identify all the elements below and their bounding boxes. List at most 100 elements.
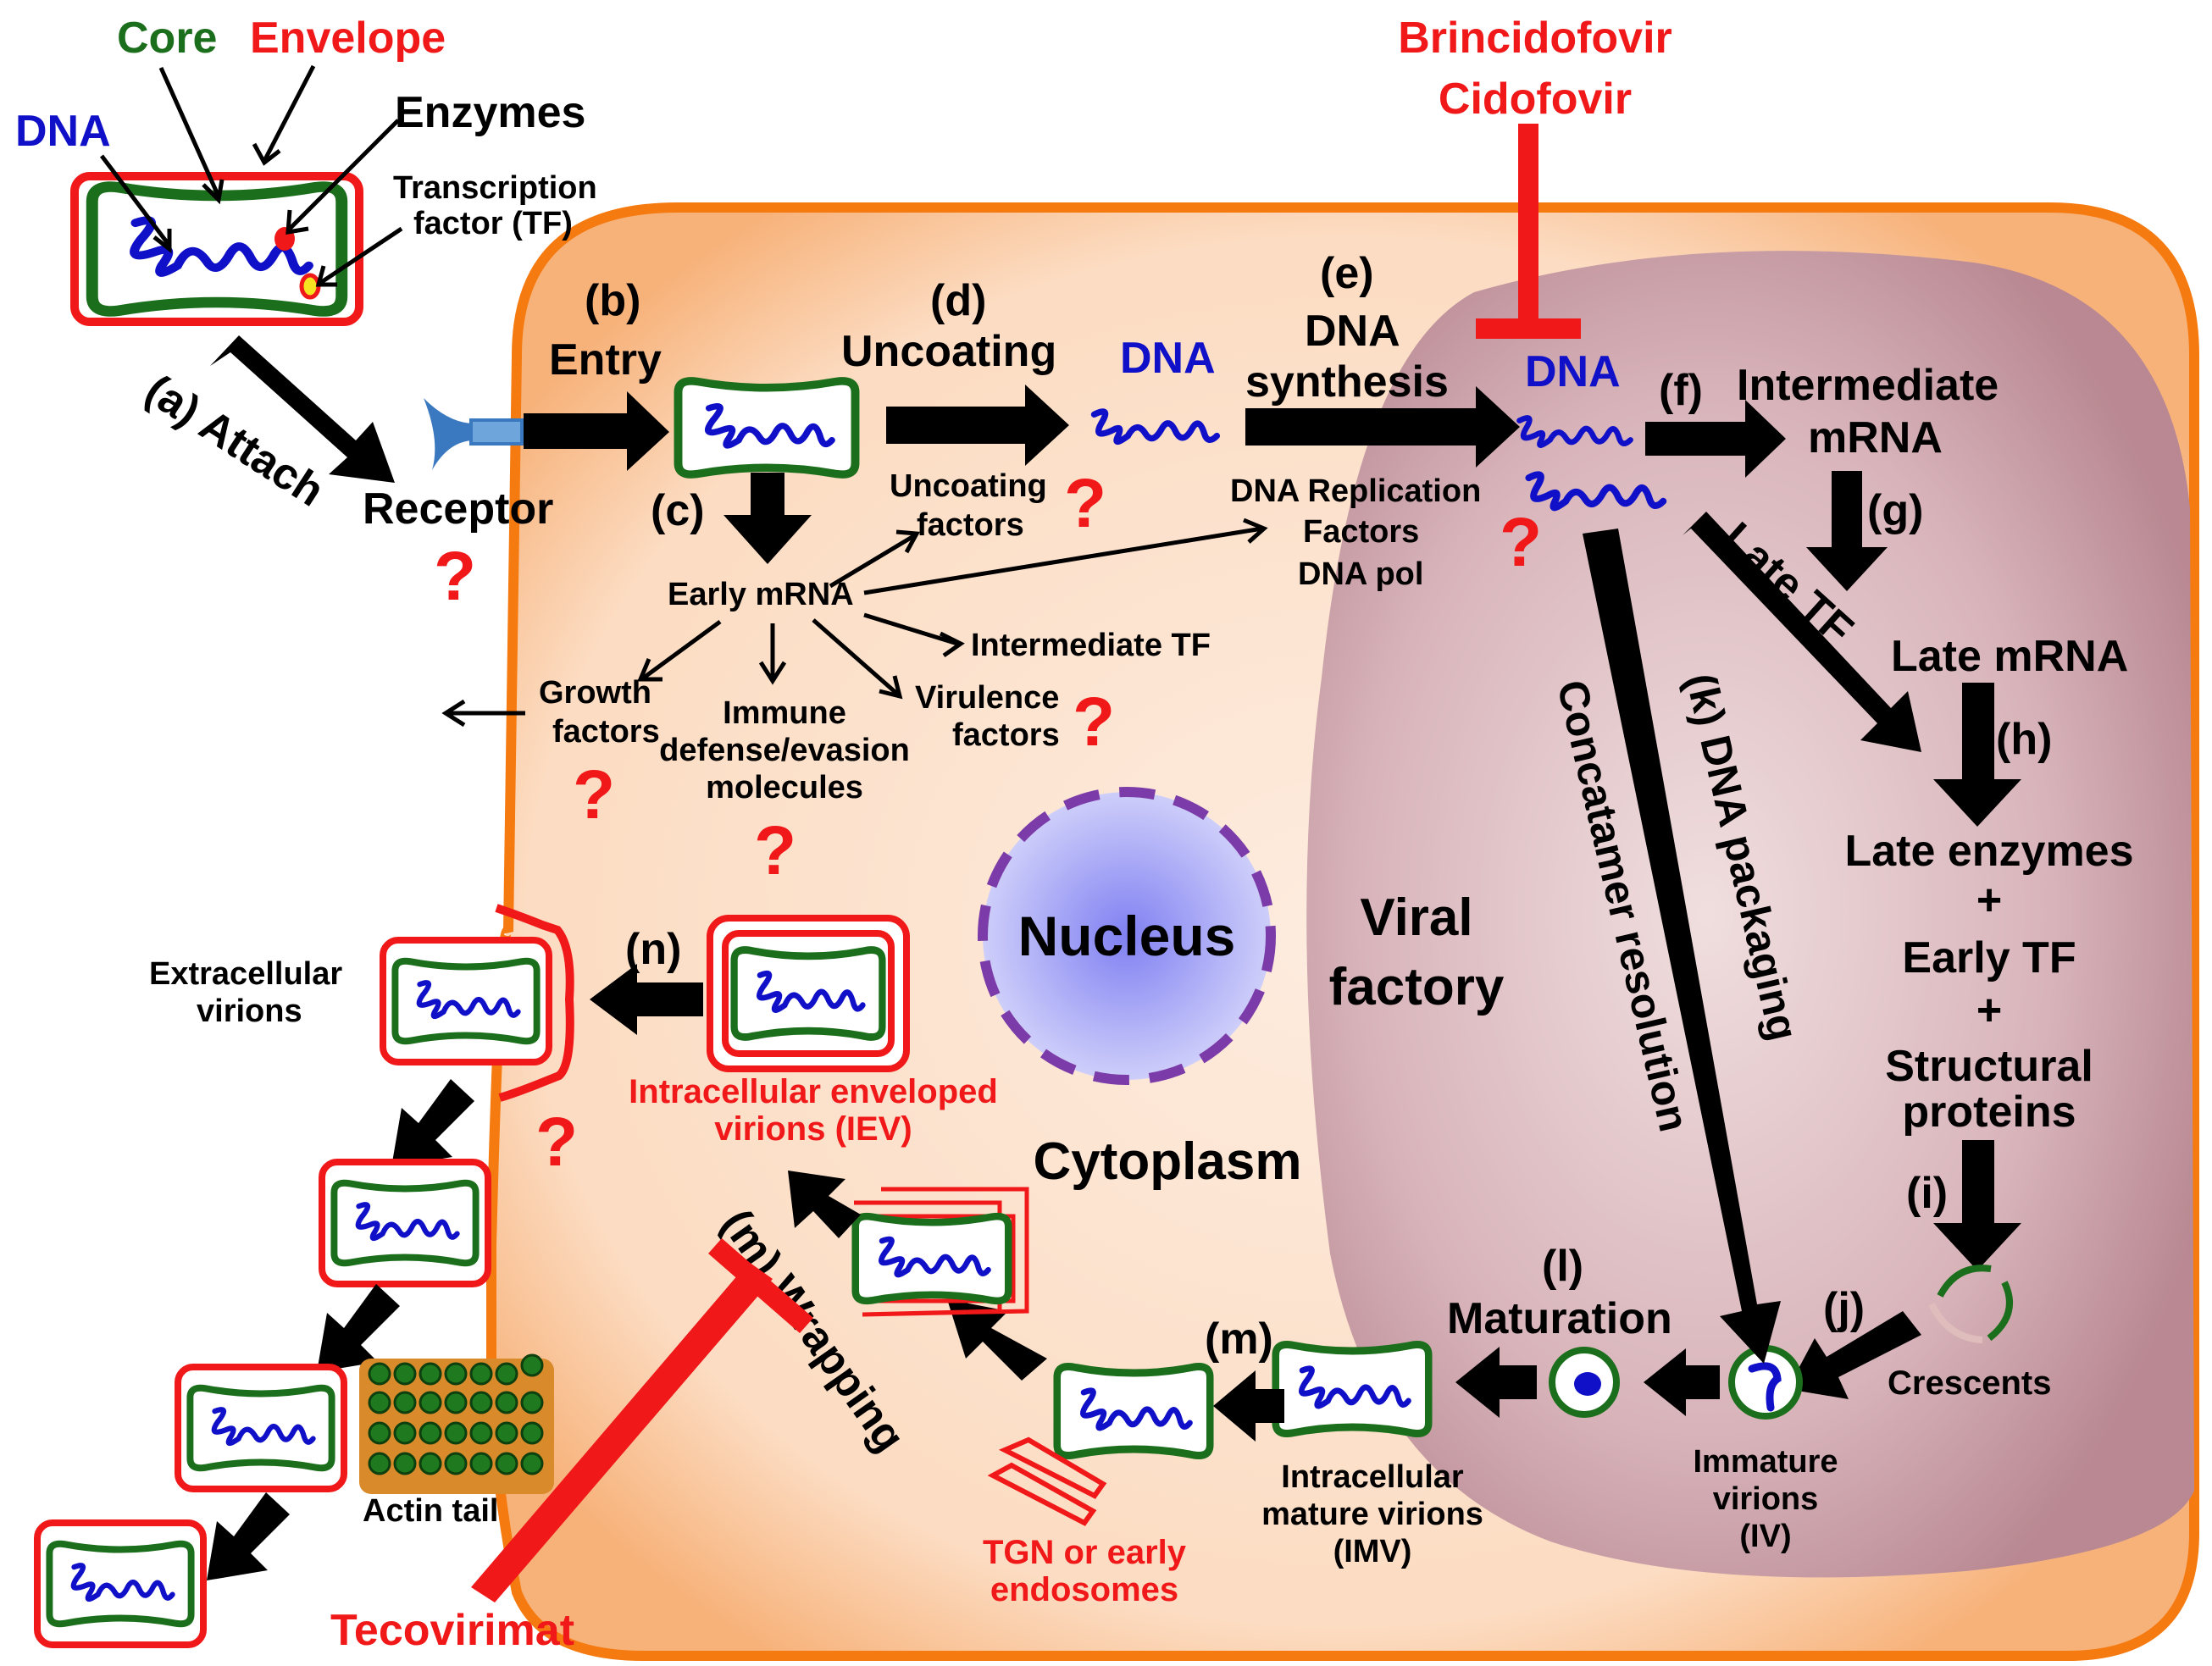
release-arrow-3 <box>207 1492 290 1580</box>
early-tf-label: Early TF <box>1902 933 2076 982</box>
growth-factors-label-2: factors <box>552 714 660 750</box>
step-b-label: (b) <box>585 276 640 325</box>
step-h-label: (h) <box>1996 715 2052 764</box>
iev-label-1: Intracellular enveloped <box>629 1073 998 1110</box>
early-transcription-arrow <box>723 473 812 564</box>
late-transcription-arrow <box>1806 471 1888 591</box>
crescent-icon <box>1928 1265 2013 1343</box>
entered-core <box>679 381 856 474</box>
maturation-arrow-2 <box>1455 1347 1537 1418</box>
growth-question-mark: ? <box>573 756 615 833</box>
wrapping-virion <box>854 1187 1029 1317</box>
actin-propelled-virion <box>175 1364 347 1492</box>
wrapping-arrow <box>947 1299 1047 1381</box>
intermediate-mrna-label-2: mRNA <box>1808 413 1943 462</box>
plus-2: + <box>1976 986 2002 1035</box>
exocytosis-arrow <box>590 964 703 1035</box>
viral-factory-label-2: factory <box>1329 958 1505 1016</box>
iev-virion <box>707 915 910 1072</box>
uncoating-factors-label-1: Uncoating <box>890 468 1047 504</box>
structural-proteins-label-1: Structural <box>1885 1042 2093 1091</box>
receptor-question-mark: ? <box>434 538 476 615</box>
immature-arrow <box>1788 1311 1921 1399</box>
released-virion-1 <box>319 1159 491 1287</box>
uncoating-question-mark: ? <box>1064 465 1106 542</box>
imv-virion <box>1276 1345 1429 1434</box>
dna-cytoplasm-label: DNA <box>1120 334 1216 383</box>
entry-label: Entry <box>549 335 662 385</box>
core-label: Core <box>117 14 217 63</box>
immature-virions-label-1: Immature <box>1693 1444 1838 1480</box>
step-j-label: (j) <box>1823 1284 1865 1333</box>
dna-factory-label: DNA <box>1525 347 1621 396</box>
step-g-label: (g) <box>1867 486 1923 535</box>
immature-virions-label-3: (IV) <box>1739 1519 1791 1554</box>
actin-tail-label: Actin tail <box>363 1493 498 1529</box>
imv-label-2: mature virions <box>1261 1497 1483 1532</box>
step-e-label: (e) <box>1320 249 1374 298</box>
assembly-arrow <box>1933 1140 2021 1270</box>
immature-virion-icon <box>1728 1345 1803 1420</box>
early-product-arrows <box>441 518 1268 728</box>
immune-molecules-label-2: defense/evasion <box>659 733 910 768</box>
dna-factory-question-mark: ? <box>1500 504 1542 581</box>
brincidofovir-label: Brincidofovir <box>1398 14 1672 63</box>
step-l-label: (l) <box>1542 1242 1583 1291</box>
intermediate-tf-label: Intermediate TF <box>971 628 1211 663</box>
free-virion <box>34 1519 207 1648</box>
dna-replication-factors-label-2: Factors <box>1303 514 1419 550</box>
extracellular-virions-label-1: Extracellular <box>149 956 342 992</box>
immature-virions-label-2: virions <box>1713 1481 1819 1517</box>
release-arrow-1 <box>391 1079 474 1167</box>
tecovirimat-inhibition-bar <box>471 1238 813 1602</box>
plus-1: + <box>1976 876 2002 925</box>
intermediate-transcription-arrow <box>1645 400 1786 478</box>
virulence-factors-label-1: Virulence <box>915 680 1059 716</box>
intermediate-mrna-label-1: Intermediate <box>1737 361 1999 410</box>
maturation-virion-icon <box>1549 1347 1620 1418</box>
tf-label-2: factor (TF) <box>413 206 573 241</box>
virion-pointer-lines <box>100 64 403 287</box>
entry-arrow <box>524 391 669 471</box>
enzymes-label: Enzymes <box>395 88 585 137</box>
translation-arrow <box>1933 683 2021 827</box>
imv-label-3: (IMV) <box>1333 1534 1412 1569</box>
release-arrow-2 <box>317 1284 400 1372</box>
attach-arrow <box>210 335 395 483</box>
attach-label: (a) Attach <box>136 365 332 516</box>
step-c-label: (c) <box>651 486 705 535</box>
cytoplasm-label: Cytoplasm <box>1034 1132 1302 1191</box>
extracellular-question-mark: ? <box>535 1104 578 1181</box>
step-f-label: (f) <box>1659 366 1703 415</box>
crescents-label: Crescents <box>1888 1364 2051 1402</box>
tgn-membrane-icon <box>987 1436 1107 1526</box>
iev-formation-arrow <box>788 1171 861 1238</box>
step-d-label: (d) <box>930 276 986 325</box>
late-mrna-label: Late mRNA <box>1891 632 2128 681</box>
tgn-label-1: TGN or early <box>983 1534 1187 1571</box>
growth-factors-label-1: Growth <box>539 675 651 711</box>
dna-replication-factors-label-1: DNA Replication <box>1230 473 1481 509</box>
tf-label-1: Transcription <box>393 170 597 206</box>
dna-synthesis-arrow <box>1245 386 1520 468</box>
viral-factory-label-1: Viral <box>1360 888 1472 947</box>
receptor-icon <box>424 398 524 470</box>
dna-synthesis-label-2: synthesis <box>1245 357 1449 407</box>
nucleus <box>978 787 1276 1085</box>
uncoating-factors-label-2: factors <box>917 507 1024 543</box>
extracellular-virions-label-2: virions <box>197 994 302 1029</box>
immune-question-mark: ? <box>754 812 796 889</box>
late-tf-arrow <box>1683 512 1921 752</box>
iev-label-2: virions (IEV) <box>714 1110 912 1148</box>
tecovirimat-label: Tecovirimat <box>330 1606 574 1655</box>
membrane-fusing-virion <box>380 904 574 1102</box>
dna-label-virion: DNA <box>15 107 111 156</box>
immune-molecules-label-1: Immune <box>723 695 846 731</box>
late-enzymes-label: Late enzymes <box>1844 827 2133 876</box>
uncoating-label: Uncoating <box>841 327 1056 376</box>
nucleus-label: Nucleus <box>1018 905 1236 967</box>
prewrap-virion <box>1057 1367 1211 1456</box>
virulence-question-mark: ? <box>1073 684 1115 761</box>
step-m-label: (m) <box>1205 1315 1273 1364</box>
